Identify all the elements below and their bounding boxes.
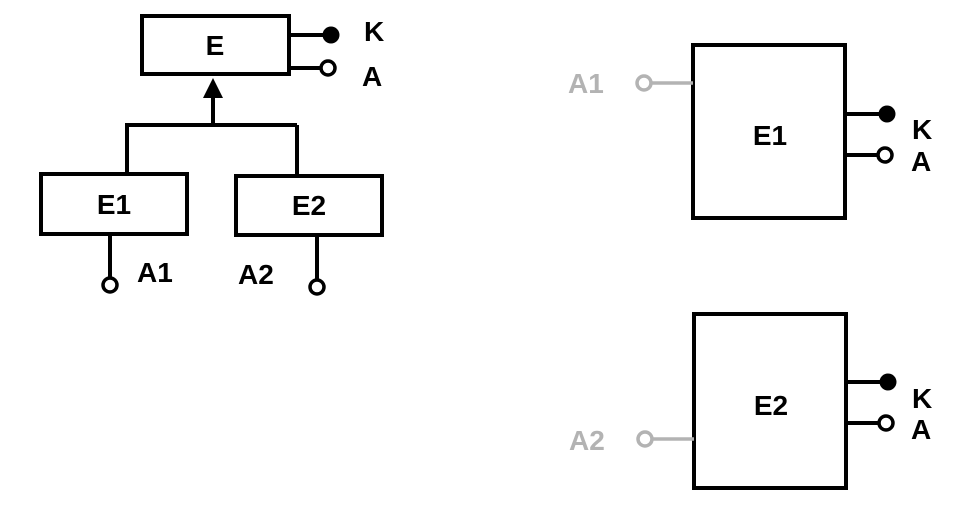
entity-e2-attr-circle [308,278,326,296]
entity-e2-box [234,174,384,237]
entity-e1-attr-circle [101,276,119,294]
right-e2-key-circle [879,373,897,391]
entity-e2-attr-label: A2 [238,259,274,290]
entity-e-attr-label: A [362,61,382,92]
entity-e-key-label: K [364,16,384,47]
right-e1-inherited-circle [635,74,653,92]
right-e1-attr-label: A [911,146,931,177]
entity-e1-label: E1 [97,189,131,220]
right-e2-attr-circle [877,414,895,432]
right-e2-attr-label: A [911,414,931,445]
right-e1-inherited-label: A1 [568,68,604,99]
right-e1-attr-circle [876,146,894,164]
entity-e-attr-circle [319,59,337,77]
right-entity-e2-label: E2 [754,390,788,421]
entity-e-box [140,14,291,76]
right-entity-e2-box [692,312,848,490]
right-entity-e1-label: E1 [753,120,787,151]
entity-e-key-circle [322,26,340,44]
right-e2-key-label: K [912,383,932,414]
right-e2-inherited-label: A2 [569,425,605,456]
inheritance-arrow-head [203,78,223,98]
right-e2-inherited-circle [636,430,654,448]
entity-e1-box [39,172,189,236]
entity-e1-attr-label: A1 [137,257,173,288]
entity-e-label: E [206,30,225,61]
entity-e2-label: E2 [292,190,326,221]
right-entity-e1-box [691,43,847,220]
right-e1-key-label: K [912,114,932,145]
right-e1-key-circle [878,105,896,123]
